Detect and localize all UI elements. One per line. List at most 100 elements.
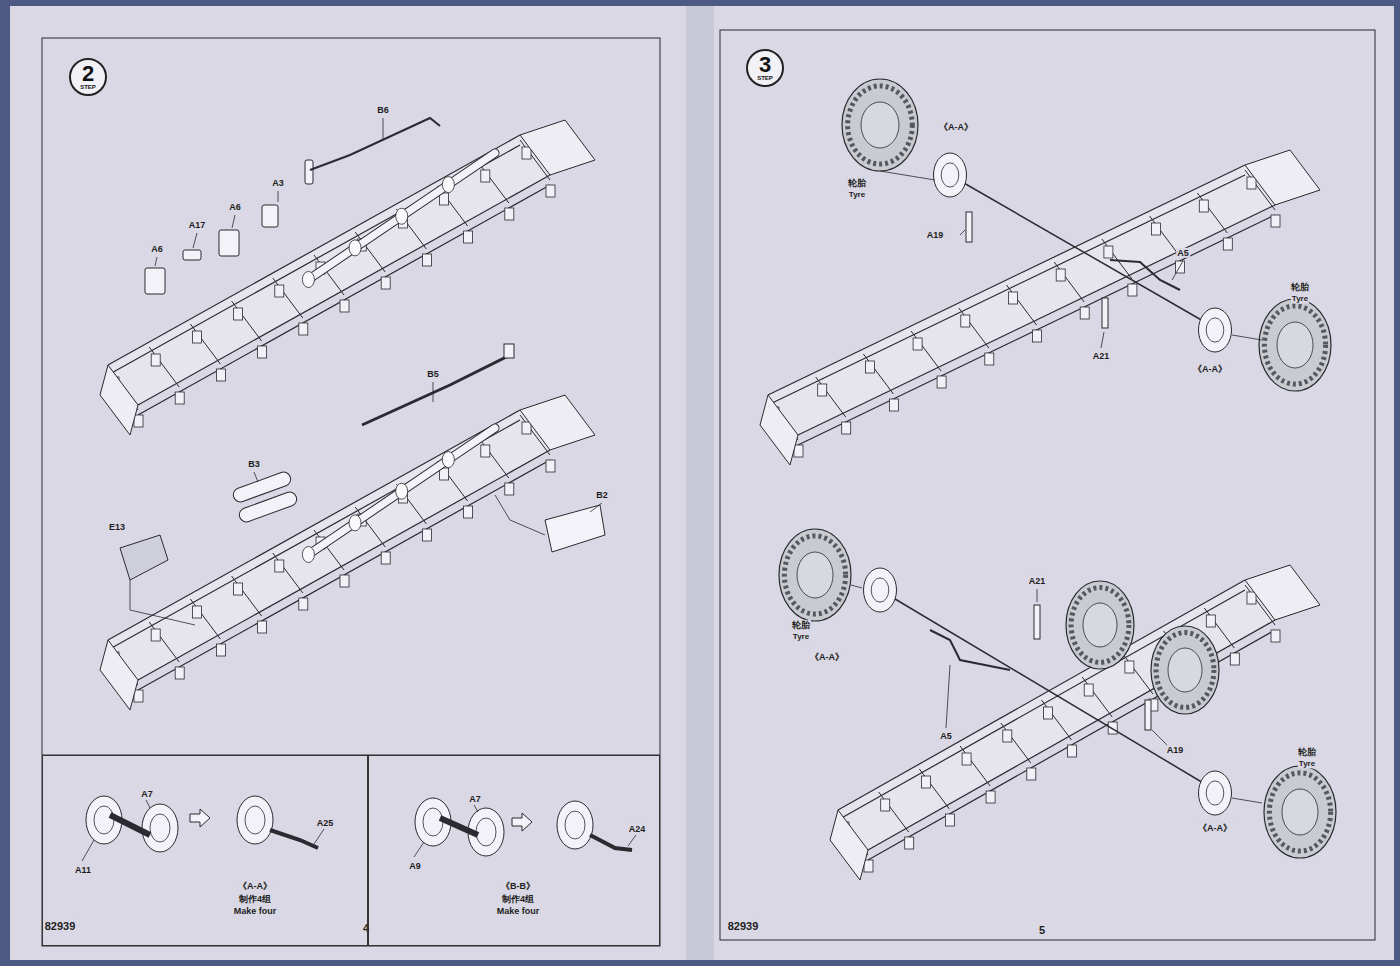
bracket-part [183,250,201,260]
frame-rail [138,460,550,690]
transfer-case [349,240,361,256]
steering-arm [1145,700,1151,730]
frame-rail [838,580,1245,810]
part-label: Tyre [1291,294,1309,303]
steering-rod [1110,260,1180,290]
part-label: Tyre [792,632,810,641]
leader-line [82,840,94,861]
spring-bracket [546,185,555,197]
leader-line [278,191,279,202]
step-number: 3 [759,55,771,75]
page-frame [720,30,1375,940]
leader-line [130,580,195,625]
chassis-frame [760,150,1320,465]
cross-member [273,278,303,318]
page-right [706,6,1394,960]
spring-bracket [151,629,160,641]
wheel-rim [423,808,443,836]
part-label: 《A-A》 [938,122,974,132]
part-label: E13 [108,522,126,532]
spring-bracket [921,776,930,788]
spring-bracket [505,483,514,495]
tyre-tread [848,86,913,164]
part-label: A6 [228,202,242,212]
air-tank-part [237,490,298,524]
chassis-floor [838,580,1275,850]
part-label: A19 [926,230,945,240]
spring-bracket [422,254,431,266]
spring-bracket [986,791,995,803]
guide-line [851,585,862,588]
leader-line [590,503,602,512]
part-label: A3 [271,178,285,188]
cross-member [190,599,220,639]
spring-bracket [522,147,531,159]
spring-bracket [340,300,349,312]
spring-bracket [1003,730,1012,742]
part-label: A11 [74,865,92,875]
tyre-tread [1269,773,1330,851]
steering-arm [1034,605,1040,639]
spring-bracket [1223,238,1232,250]
leader-line [433,382,434,402]
rear-end [760,395,798,465]
tyre [1264,766,1336,858]
battery-box-part [120,535,168,580]
drive-shaft [308,428,495,555]
wheel-hub [1199,308,1232,352]
part-label: 轮胎 [1290,282,1310,292]
leader-line [946,665,950,728]
guide-line [1232,335,1262,340]
leader-line [254,472,258,482]
step-word: STEP [757,75,773,82]
transfer-case [302,547,314,563]
hub-body [440,818,478,835]
spring-bracket [1084,684,1093,696]
spring-bracket [258,346,267,358]
step-number: 2 [82,64,94,84]
cross-member [1007,285,1037,325]
page-footer: 82939 [44,920,77,933]
rear-end [830,810,868,880]
frame-rail [108,420,520,650]
tyre [1259,299,1331,391]
part-label: A25 [316,818,335,828]
spring-bracket [962,753,971,765]
bumper-bracket-part [545,505,605,552]
spring-bracket [1044,707,1053,719]
wheel-hub [1206,318,1224,342]
leader-line [146,800,150,808]
tyre-tread [784,536,845,614]
spring-bracket [151,354,160,366]
part-label: 轮胎 [791,620,811,630]
leader-line [383,118,384,140]
spring-bracket [1199,200,1208,212]
spring-bracket [889,399,898,411]
page-left [10,6,694,960]
cross-member [1001,723,1031,763]
chassis-floor [108,410,550,680]
tyre-sidewall [861,102,899,148]
cross-member [1042,700,1072,740]
wheel-hub [941,163,959,187]
steering-arm [966,212,972,242]
cross-member [960,746,990,786]
wheel-rim [557,801,593,849]
wheel-rim [150,814,170,842]
spring-bracket [1271,630,1280,642]
drive-shaft [308,153,495,280]
part-label: A21 [1092,351,1111,361]
spring-bracket [481,170,490,182]
tyre-sidewall [797,552,833,598]
connector-part [504,344,514,358]
frame-rail [138,185,550,415]
tyre [1151,626,1219,714]
wheel-rim [476,818,496,846]
leader-line [960,230,965,235]
leader-line [474,805,478,812]
spring-bracket [175,392,184,404]
cross-member [479,163,509,203]
cross-member [149,347,179,387]
part-label: B6 [376,105,390,115]
transfer-case [396,483,408,499]
